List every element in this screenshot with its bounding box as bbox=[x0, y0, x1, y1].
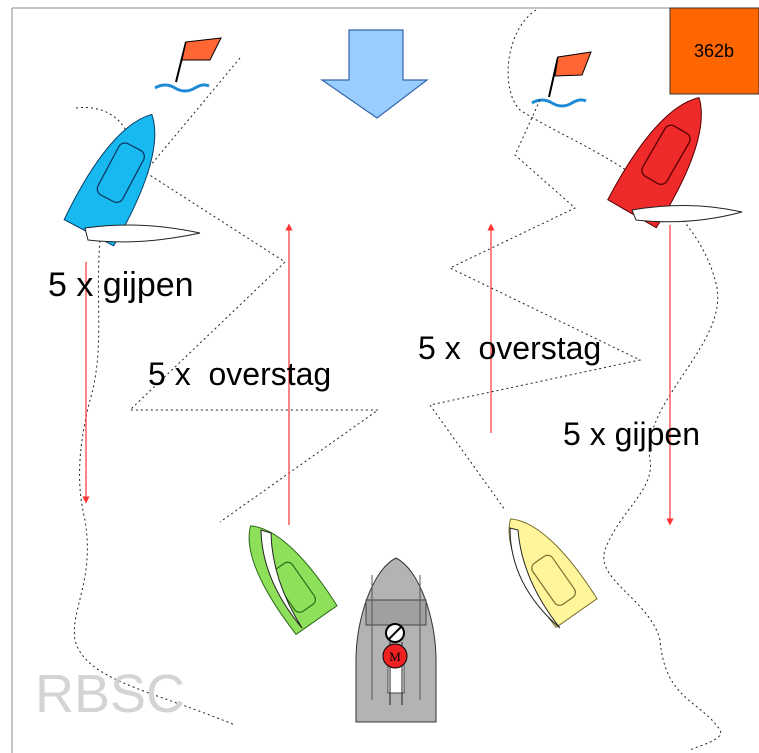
watermark: RBSC bbox=[35, 664, 185, 724]
wind-arrow-icon bbox=[320, 29, 429, 119]
green-boat-sail bbox=[260, 529, 303, 629]
right-mark-flag-icon bbox=[531, 51, 592, 108]
red-boat-sail bbox=[631, 204, 743, 223]
motorboat-marker-icon bbox=[382, 643, 408, 669]
yellow-boat-sail bbox=[509, 527, 561, 629]
track-left-inner bbox=[128, 57, 380, 523]
red-boat bbox=[607, 97, 702, 229]
right-gijpen-label: 5 x gijpen bbox=[563, 416, 700, 452]
left-mark-flag-icon bbox=[154, 37, 222, 93]
badge-label: 362b bbox=[694, 41, 734, 61]
motorboat-marker-label: M bbox=[389, 649, 401, 664]
green-boat bbox=[248, 525, 338, 636]
left-gijpen-label: 5 x gijpen bbox=[48, 266, 194, 304]
blue-boat bbox=[63, 113, 156, 247]
motor-boat: M bbox=[355, 557, 437, 723]
track-right-outer bbox=[507, 9, 722, 751]
blue-boat-sail bbox=[84, 224, 201, 243]
right-overstag-label: 5 x overstag bbox=[418, 330, 601, 366]
diagram-badge bbox=[669, 7, 759, 95]
track-right-inner bbox=[429, 99, 642, 511]
left-overstag-label: 5 x overstag bbox=[148, 356, 331, 392]
